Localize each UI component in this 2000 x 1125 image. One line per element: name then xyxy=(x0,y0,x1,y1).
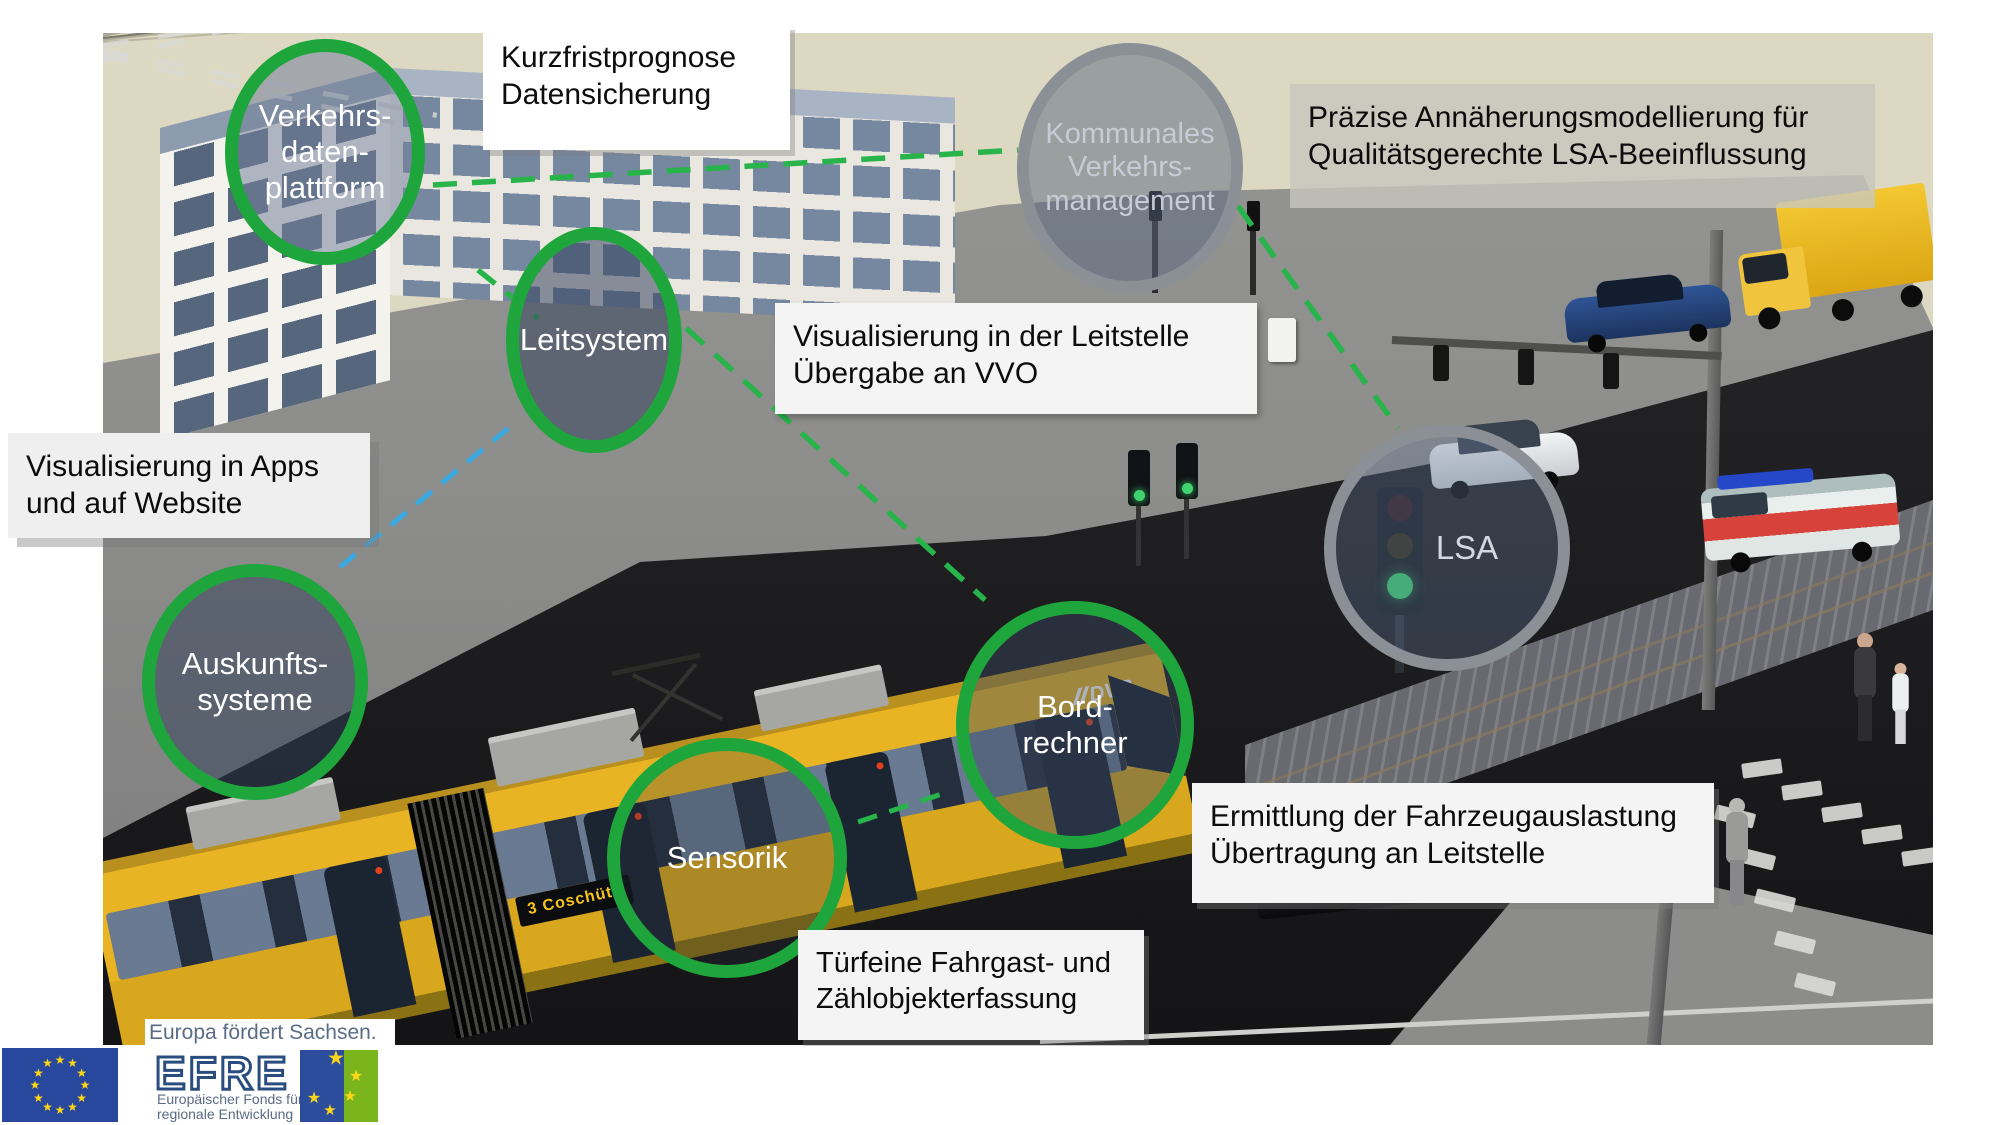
node-auskunftssysteme: Auskunfts- systeme xyxy=(142,564,368,800)
caption-tuerfeine: Türfeine Fahrgast- und Zählobjekterfassu… xyxy=(798,930,1144,1040)
hanging-signal-icon xyxy=(1433,345,1449,381)
caption-praezise: Präzise Annäherungsmodellierung für Qual… xyxy=(1290,84,1875,208)
node-label: Auskunfts- systeme xyxy=(181,646,329,717)
caption-leitstelle: Visualisierung in der Leitstelle Übergab… xyxy=(775,303,1257,414)
caption-text: Türfeine Fahrgast- und Zählobjekterfassu… xyxy=(816,947,1111,1015)
star-icon: ★ xyxy=(323,1102,337,1119)
star-icon: ★ xyxy=(79,1078,91,1092)
badge-green-field xyxy=(344,1050,378,1122)
star-icon: ★ xyxy=(32,1090,44,1105)
caption-text: Ermittlung der Fahrzeugauslastung Übertr… xyxy=(1210,800,1677,870)
pedestrian xyxy=(1725,798,1749,913)
star-icon: ★ xyxy=(54,1103,66,1117)
caption-ermittlung: Ermittlung der Fahrzeugauslastung Übertr… xyxy=(1192,783,1714,903)
star-icon: ★ xyxy=(42,1099,53,1114)
efre-wordmark: EFRE xyxy=(154,1046,290,1101)
caption-text: Präzise Annäherungsmodellierung für Qual… xyxy=(1308,101,1809,171)
star-icon: ★ xyxy=(348,1068,364,1085)
star-icon: ★ xyxy=(32,1065,44,1080)
traffic-light-pole xyxy=(1136,506,1141,566)
hanging-signal-icon xyxy=(1518,349,1534,385)
star-icon: ★ xyxy=(42,1056,53,1071)
traffic-light-icon xyxy=(1176,443,1198,499)
star-icon: ★ xyxy=(54,1053,66,1067)
efre-claim: Europa fördert Sachsen. xyxy=(145,1019,395,1046)
node-kommunales-verkehrsmanagement: Kommunales Verkehrs- management xyxy=(1017,43,1243,293)
star-icon: ★ xyxy=(29,1078,41,1092)
link-auskunft-leitsystem xyxy=(338,420,518,569)
star-icon: ★ xyxy=(327,1047,345,1070)
traffic-light-icon xyxy=(1128,450,1150,506)
caption-text: Visualisierung in der Leitstelle Übergab… xyxy=(793,320,1190,390)
control-cabinet xyxy=(1268,318,1296,362)
pedestrian xyxy=(1853,633,1877,748)
hanging-signal-icon xyxy=(1603,353,1619,389)
eu-flag-logo: ★★★★★★★★★★★★ xyxy=(2,1048,118,1122)
efre-subtitle: Europäischer Fonds für regionale Entwick… xyxy=(157,1091,303,1123)
node-verkehrsdatenplattform: Verkehrs- daten- plattform xyxy=(225,39,425,265)
node-leitsystem: Leitsystem xyxy=(506,227,682,453)
caption-text: Visualisierung in Apps und auf Website xyxy=(26,450,319,520)
node-label: Bord- rechner xyxy=(1022,689,1128,760)
efre-badge-logo: ★ ★ ★ ★ ★ xyxy=(300,1048,378,1122)
node-label: Sensorik xyxy=(666,840,788,876)
traffic-light-icon xyxy=(1250,205,1256,295)
star-icon: ★ xyxy=(76,1090,88,1105)
caption-apps: Visualisierung in Apps und auf Website xyxy=(8,433,370,538)
node-label: Verkehrs- daten- plattform xyxy=(258,98,392,205)
link-sensorik-bordrechner xyxy=(857,789,949,825)
traffic-light-pole xyxy=(1184,499,1189,559)
green-light xyxy=(1182,483,1193,494)
link-leitsystem-bordrechner xyxy=(684,325,987,603)
star-icon: ★ xyxy=(76,1065,88,1080)
node-label: LSA xyxy=(1435,528,1499,566)
green-light xyxy=(1134,490,1145,501)
star-icon: ★ xyxy=(67,1056,78,1071)
node-bordrechner: Bord- rechner xyxy=(956,601,1194,849)
link-plattform-leitsystem xyxy=(476,267,540,321)
pedestrian-child xyxy=(1892,663,1909,744)
star-icon: ★ xyxy=(343,1088,357,1105)
caption-kurzfristprognose: Kurzfristprognose Datensicherung xyxy=(483,24,790,150)
node-lsa: LSA xyxy=(1324,425,1570,671)
link-kommunales-lsa xyxy=(1235,204,1401,430)
node-label: Kommunales Verkehrs- management xyxy=(1045,117,1215,217)
star-icon: ★ xyxy=(67,1099,78,1114)
badge-blue-field xyxy=(300,1050,344,1122)
caption-text: Kurzfristprognose Datensicherung xyxy=(501,41,737,111)
link-plattform-kommunales xyxy=(432,147,1019,188)
star-icon: ★ xyxy=(306,1090,322,1107)
node-label: Leitsystem xyxy=(519,322,669,358)
